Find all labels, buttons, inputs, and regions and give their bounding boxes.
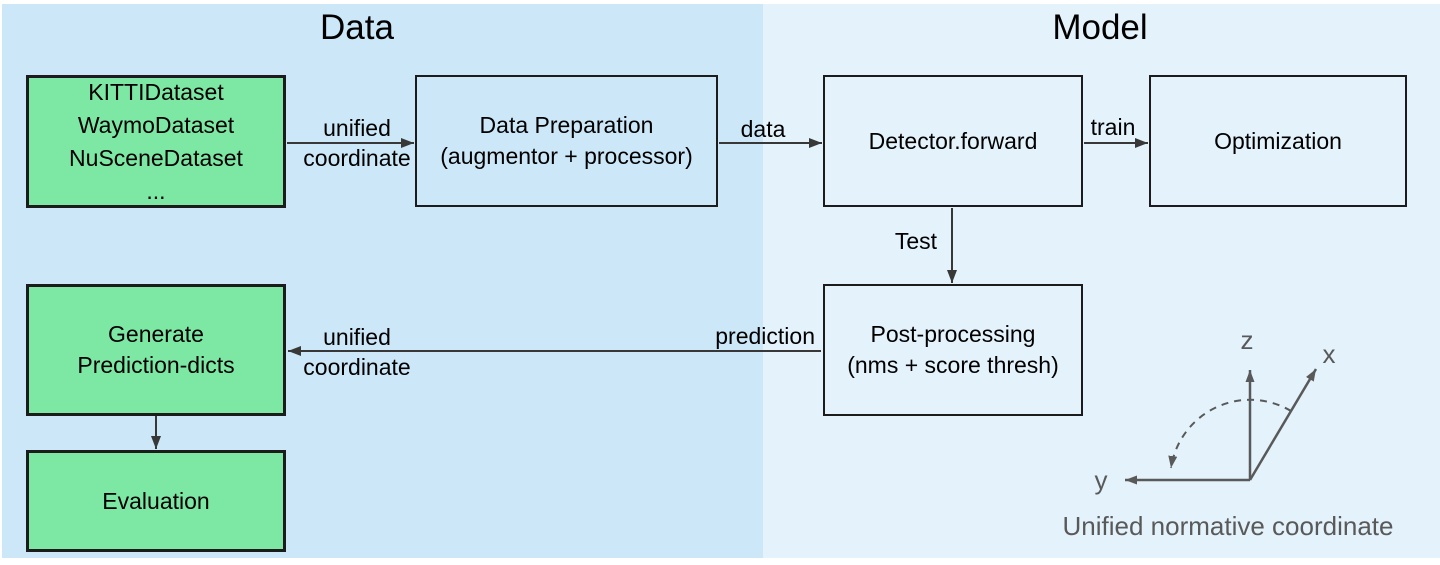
data-section-title: Data — [320, 8, 394, 47]
edge-label-prediction: prediction — [715, 323, 815, 349]
edge-label-line: unified — [323, 115, 391, 141]
data-preparation-node: Data Preparation (augmentor + processor) — [415, 75, 718, 207]
model-section-title: Model — [1052, 8, 1148, 47]
optimization-node: Optimization — [1149, 75, 1407, 207]
node-line: NuSceneDataset — [69, 144, 243, 171]
generate-prediction-dicts-node: Generate Prediction-dicts — [26, 284, 286, 416]
edge-label-data: data — [740, 116, 786, 142]
datasets-node: KITTIDataset WaymoDataset NuSceneDataset… — [26, 75, 286, 208]
node-line: ... — [146, 177, 166, 204]
edge-label-unified-coordinate-top: unified coordinate — [257, 113, 457, 173]
model-section-background — [763, 4, 1440, 558]
node-line: Evaluation — [102, 487, 210, 514]
detector-forward-node: Detector.forward — [823, 75, 1083, 207]
node-line: (augmentor + processor) — [440, 143, 693, 169]
edge-label-unified-coordinate-bottom: unified coordinate — [257, 322, 457, 382]
x-axis-label: x — [1322, 339, 1336, 369]
edge-label-line: coordinate — [303, 145, 411, 171]
z-axis-label: z — [1240, 325, 1254, 355]
node-line: Prediction-dicts — [77, 352, 235, 378]
y-axis-label: y — [1094, 465, 1108, 495]
coordinate-inset-caption: Unified normative coordinate — [1062, 511, 1394, 541]
post-processing-node: Post-processing (nms + score thresh) — [823, 284, 1083, 416]
node-line: Post-processing — [870, 321, 1036, 347]
node-line: Generate — [108, 321, 204, 347]
edge-label-line: coordinate — [303, 354, 411, 380]
edge-label-test: Test — [894, 228, 937, 254]
node-line: Optimization — [1214, 127, 1342, 154]
node-line: (nms + score thresh) — [847, 352, 1059, 378]
edge-label-train: train — [1090, 114, 1136, 140]
node-line: KITTIDataset — [88, 78, 224, 105]
node-line: Detector.forward — [868, 127, 1038, 154]
node-line: Data Preparation — [479, 112, 654, 138]
node-line: WaymoDataset — [77, 111, 235, 138]
edge-label-line: unified — [323, 324, 391, 350]
evaluation-node: Evaluation — [26, 450, 286, 552]
